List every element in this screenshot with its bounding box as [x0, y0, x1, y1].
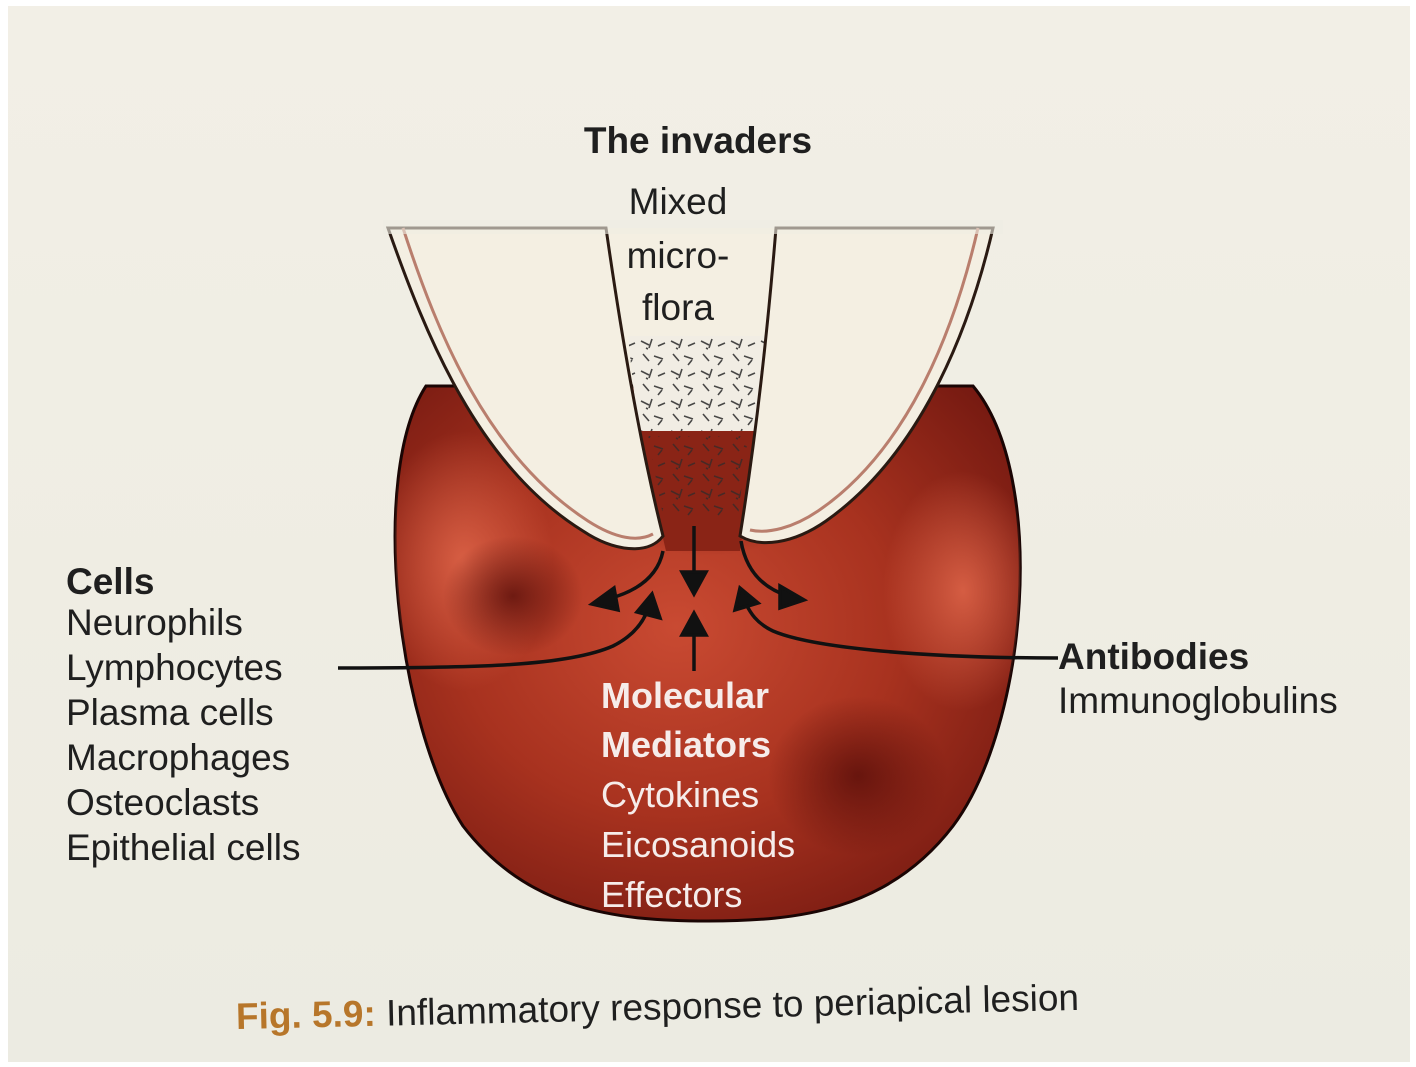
cells-item: Osteoclasts [66, 780, 300, 825]
invaders-line-3: flora [578, 289, 778, 326]
invaders-heading: The invaders [558, 122, 838, 159]
cells-list: Neurophils Lymphocytes Plasma cells Macr… [66, 600, 300, 870]
mediators-heading-line-1: Molecular [601, 678, 769, 714]
mediators-item-eicosanoids: Eicosanoids [601, 827, 795, 863]
mediators-item-effectors: Effectors [601, 877, 742, 913]
invaders-line-2: micro- [578, 237, 778, 274]
cells-item: Lymphocytes [66, 645, 300, 690]
cells-item: Neurophils [66, 600, 300, 645]
invaders-line-1: Mixed [578, 183, 778, 220]
cells-item: Plasma cells [66, 690, 300, 735]
antibodies-item: Immunoglobulins [1058, 682, 1338, 719]
antibodies-heading: Antibodies [1058, 638, 1249, 675]
cells-item: Epithelial cells [66, 825, 300, 870]
book-page: The invaders Mixed micro- flora Cells Ne… [8, 6, 1410, 1062]
figure-number: Fig. 5.9: [236, 993, 377, 1037]
mediators-heading-line-2: Mediators [601, 727, 771, 763]
cells-heading: Cells [66, 563, 154, 600]
cells-item: Macrophages [66, 735, 300, 780]
mediators-item-cytokines: Cytokines [601, 777, 759, 813]
